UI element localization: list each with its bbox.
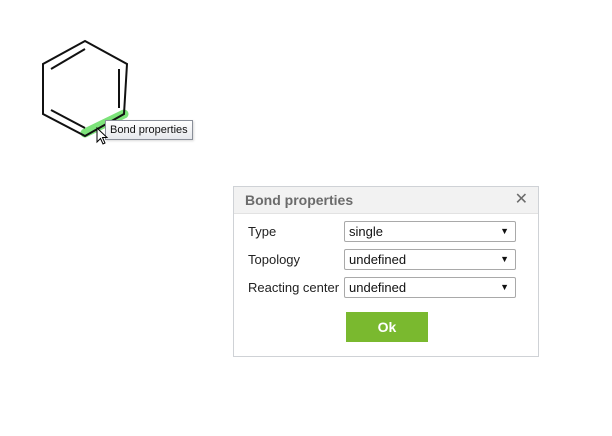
- type-label: Type: [248, 224, 277, 239]
- mouse-cursor-icon: [96, 127, 109, 145]
- reacting-center-row: Reacting center undefined ▼: [234, 277, 538, 299]
- type-row: Type single ▼: [234, 221, 538, 243]
- dialog-header: Bond properties ✕: [234, 187, 538, 214]
- double-bond-inner-3[interactable]: [50, 109, 86, 129]
- chevron-down-icon: ▼: [500, 226, 509, 236]
- topology-row: Topology undefined ▼: [234, 249, 538, 271]
- double-bond-inner-1[interactable]: [50, 48, 86, 70]
- topology-label: Topology: [248, 252, 301, 267]
- reacting-center-label: Reacting center: [248, 280, 340, 295]
- reacting-center-select-value: undefined: [349, 280, 407, 295]
- bond-tooltip: Bond properties: [105, 120, 193, 140]
- ok-button[interactable]: Ok: [346, 312, 428, 342]
- ring-outer-bonds[interactable]: [42, 39, 129, 138]
- type-select-value: single: [349, 224, 383, 239]
- type-select[interactable]: single ▼: [344, 221, 516, 242]
- topology-select-value: undefined: [349, 252, 407, 267]
- dialog-title: Bond properties: [245, 192, 354, 208]
- bond-properties-dialog: Bond properties ✕ Type single ▼ Topology…: [233, 186, 539, 357]
- topology-select[interactable]: undefined ▼: [344, 249, 516, 270]
- close-icon[interactable]: ✕: [514, 191, 528, 208]
- chevron-down-icon: ▼: [500, 254, 509, 264]
- reacting-center-select[interactable]: undefined ▼: [344, 277, 516, 298]
- chevron-down-icon: ▼: [500, 282, 509, 292]
